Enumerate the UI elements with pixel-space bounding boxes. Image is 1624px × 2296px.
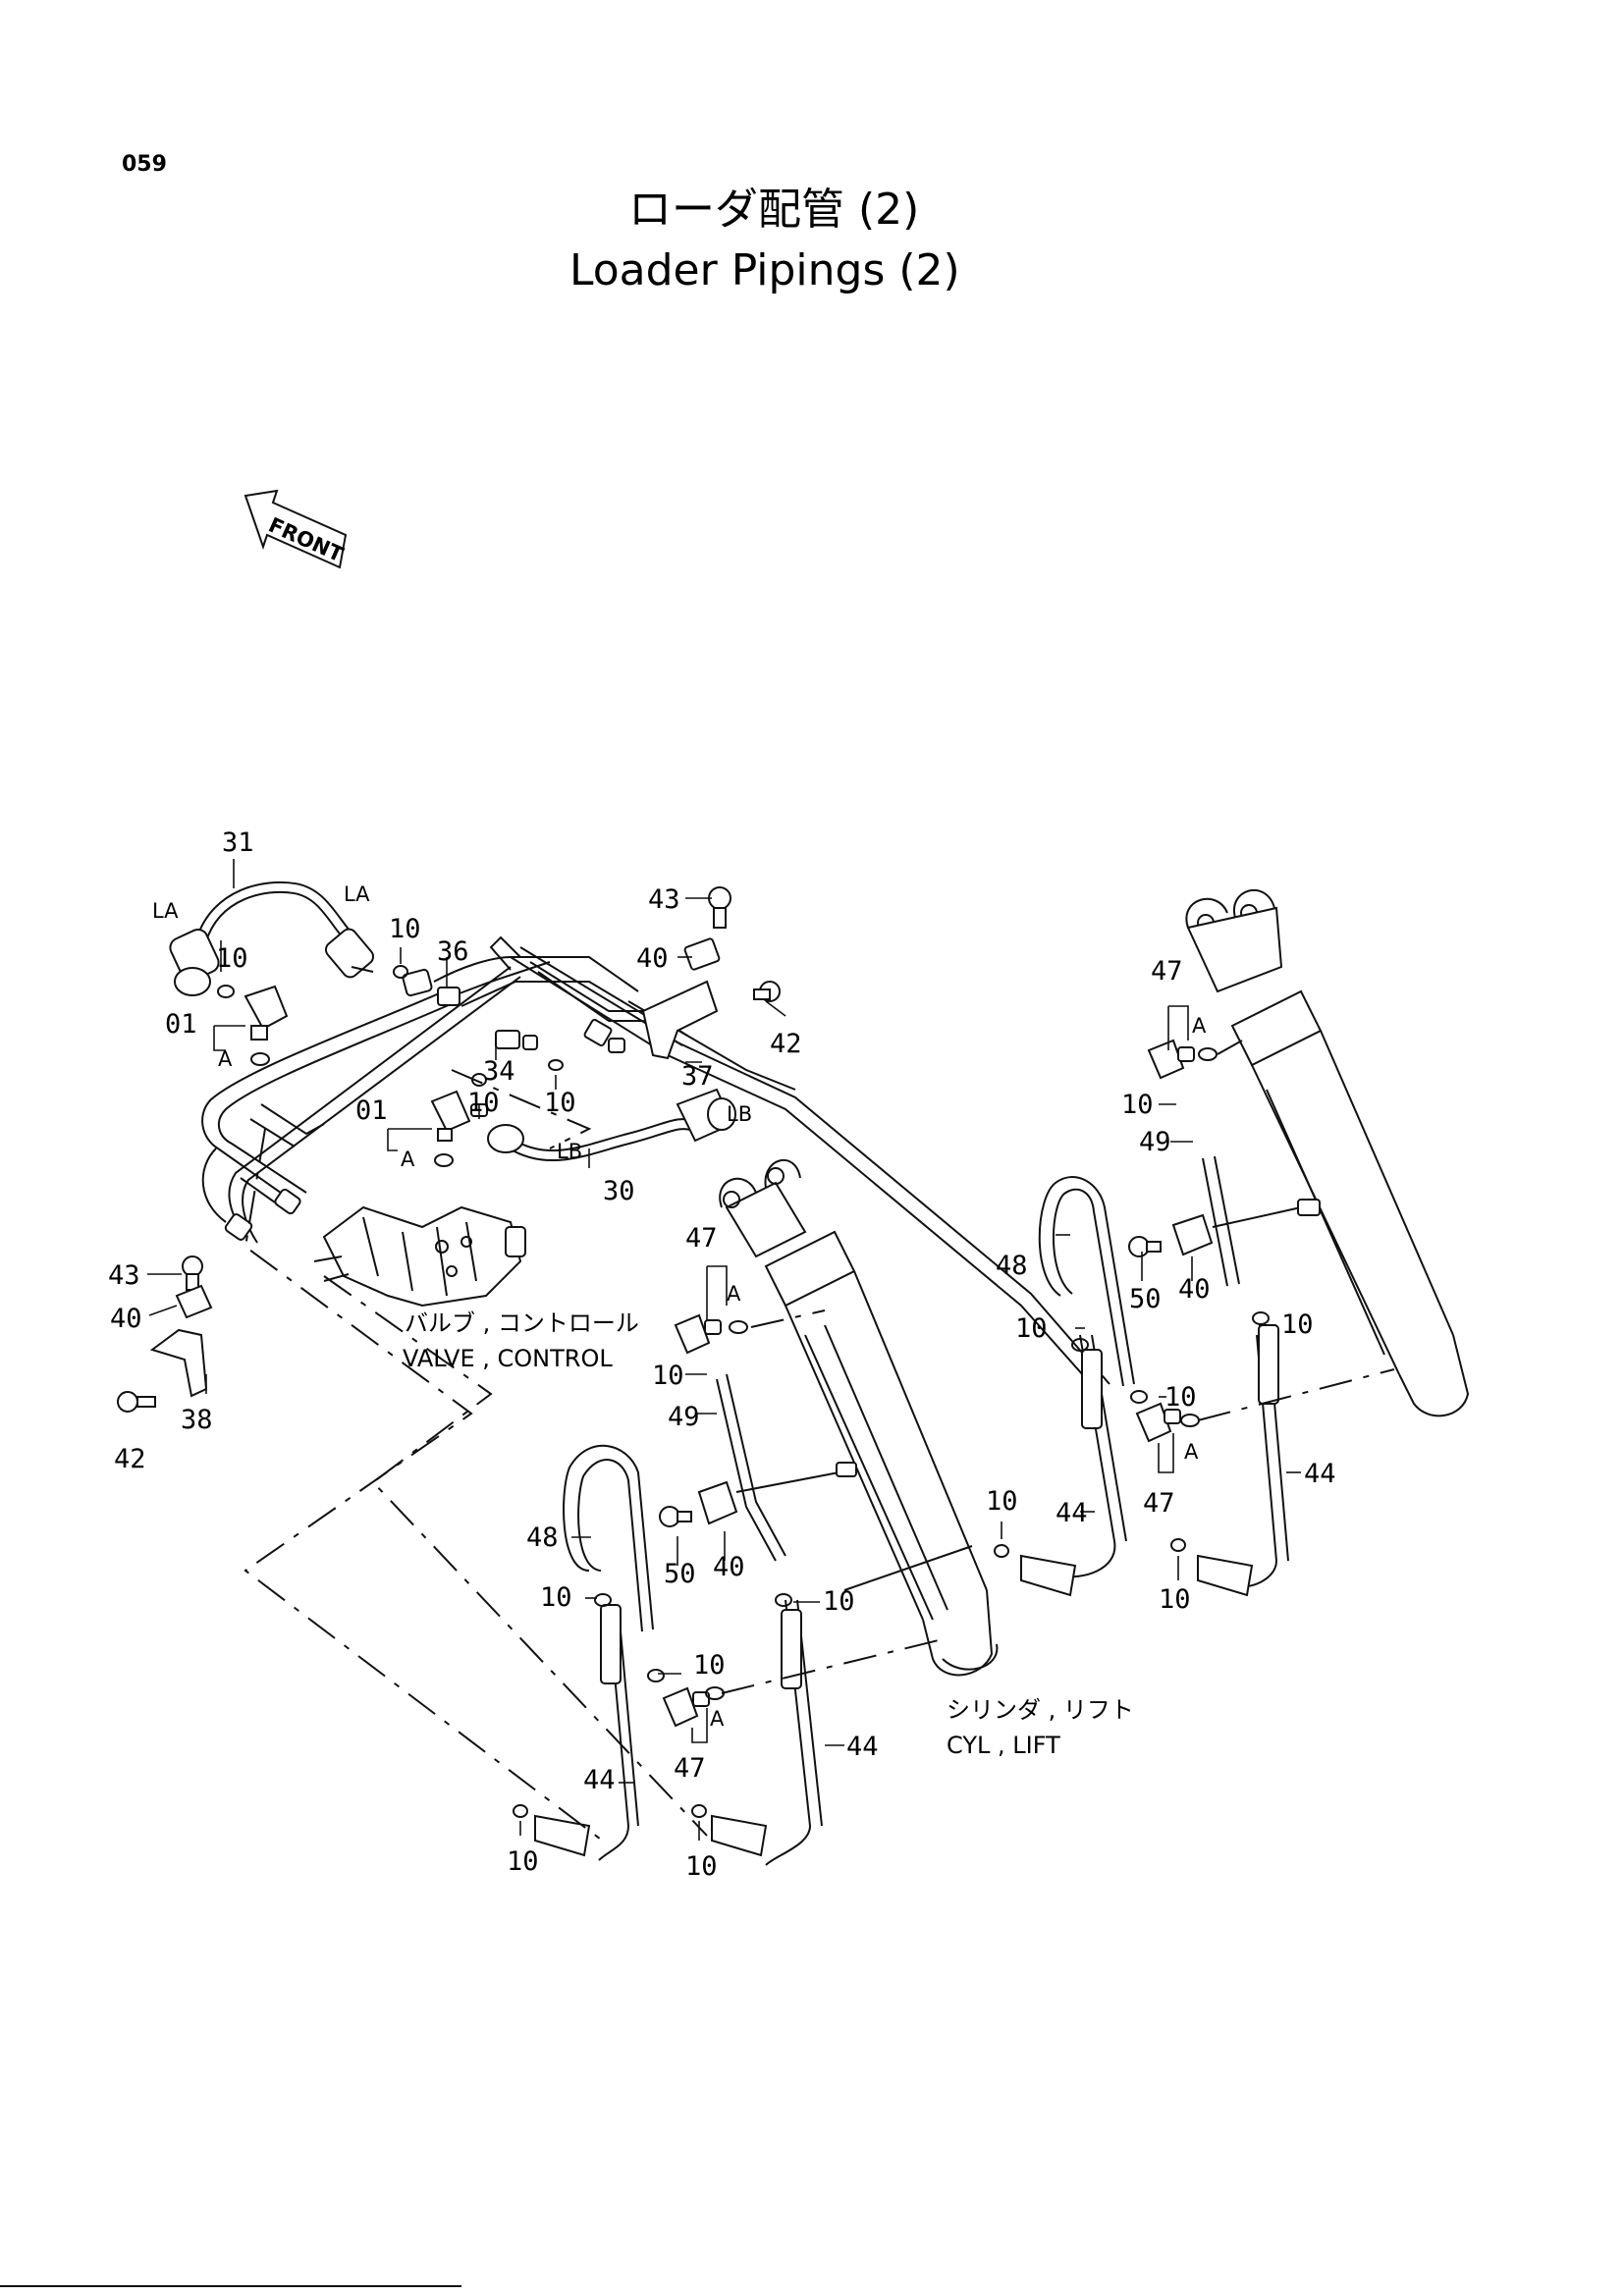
hose-31 bbox=[169, 881, 375, 996]
callout-31: 31 bbox=[222, 828, 254, 858]
callout-47-right-upper: 47 bbox=[1151, 956, 1183, 987]
bracket-38 bbox=[117, 1255, 213, 1413]
port-label-a-47-ml: A bbox=[710, 1707, 725, 1731]
tee-fitting-47-middle-upper bbox=[674, 1313, 748, 1355]
callout-48-middle: 48 bbox=[526, 1522, 559, 1553]
callout-10-d: 10 bbox=[467, 1088, 500, 1118]
bracket-37 bbox=[641, 886, 781, 1060]
lift-cylinder-right bbox=[1185, 889, 1470, 1417]
callout-44-right-right: 44 bbox=[1304, 1459, 1336, 1489]
port-label-lb-left: LB bbox=[557, 1140, 582, 1163]
port-label-lb-right: LB bbox=[727, 1102, 752, 1126]
port-label-a-47-rl: A bbox=[1184, 1440, 1199, 1464]
fitting-34 bbox=[495, 1030, 564, 1071]
callout-10-g: 10 bbox=[823, 1586, 855, 1617]
elbow-01-lower bbox=[430, 1090, 488, 1167]
callout-10-l: 10 bbox=[1015, 1313, 1048, 1344]
callout-10-j: 10 bbox=[685, 1851, 718, 1882]
port-label-la-left: LA bbox=[152, 899, 179, 923]
port-label-a-01-lower: A bbox=[401, 1148, 415, 1171]
callout-42-upper: 42 bbox=[770, 1029, 802, 1059]
callout-40-right: 40 bbox=[1178, 1274, 1211, 1305]
callout-10-f: 10 bbox=[540, 1582, 572, 1613]
callout-50-right: 50 bbox=[1129, 1284, 1162, 1314]
clamp-set-right bbox=[1128, 1199, 1321, 1257]
lift-cylinder-middle bbox=[719, 1158, 999, 1677]
hose-30 bbox=[487, 1088, 736, 1162]
caption-cyl-jp: シリンダ , リフト bbox=[947, 1696, 1134, 1724]
callout-47-middle-lower: 47 bbox=[674, 1753, 706, 1784]
port-label-a-47-ru: A bbox=[1192, 1014, 1207, 1038]
callout-01-upper: 01 bbox=[165, 1009, 197, 1040]
callout-10-c: 10 bbox=[544, 1088, 576, 1118]
tee-fitting-47-right-upper bbox=[1147, 1039, 1218, 1080]
callout-49-right: 49 bbox=[1139, 1127, 1171, 1157]
callout-47-middle-upper: 47 bbox=[685, 1223, 718, 1254]
caption-valve-jp: バルブ , コントロール bbox=[405, 1309, 639, 1337]
callout-44-right-left: 44 bbox=[1056, 1498, 1088, 1528]
part-callouts: 31 LA LA 10 10 36 01 A 34 10 01 A 10 LB … bbox=[108, 828, 1336, 1882]
callout-10-b: 10 bbox=[389, 914, 421, 944]
fitting-36 bbox=[402, 961, 551, 1006]
callout-44-middle-left: 44 bbox=[583, 1765, 616, 1795]
page-number: 059 bbox=[122, 152, 167, 177]
callout-10-h: 10 bbox=[693, 1650, 726, 1681]
main-pipe-runs bbox=[201, 935, 1110, 1395]
callout-01-lower: 01 bbox=[355, 1095, 388, 1126]
title-english: Loader Pipings (2) bbox=[569, 245, 960, 295]
callout-43-lower: 43 bbox=[108, 1260, 140, 1291]
callout-38: 38 bbox=[181, 1405, 213, 1435]
title-japanese: ローダ配管 (2) bbox=[628, 185, 919, 235]
control-valve bbox=[313, 1205, 526, 1308]
callout-10-i: 10 bbox=[507, 1846, 539, 1877]
dash-dot-lines bbox=[244, 1040, 1395, 1846]
port-label-a-47-mu: A bbox=[727, 1282, 741, 1306]
callout-10-k: 10 bbox=[1121, 1090, 1154, 1120]
caption-cyl-en: CYL , LIFT bbox=[947, 1732, 1060, 1759]
clamp-set-middle bbox=[659, 1462, 857, 1527]
leader-lines bbox=[147, 859, 1301, 1841]
port-label-la-right: LA bbox=[344, 882, 370, 906]
callout-50-middle: 50 bbox=[664, 1559, 696, 1589]
front-arrow-icon: FRONT bbox=[244, 489, 348, 569]
callout-49-middle: 49 bbox=[668, 1402, 700, 1432]
elbow-01-upper bbox=[244, 985, 289, 1066]
callout-40-middle: 40 bbox=[713, 1552, 745, 1582]
callout-10-e: 10 bbox=[652, 1361, 684, 1391]
callout-10-p: 10 bbox=[1159, 1584, 1191, 1615]
caption-valve-en: VALVE , CONTROL bbox=[403, 1345, 613, 1372]
callout-10-a: 10 bbox=[216, 943, 248, 974]
callout-34: 34 bbox=[483, 1056, 515, 1087]
callout-40-upper: 40 bbox=[636, 943, 669, 974]
callout-43-upper: 43 bbox=[648, 884, 680, 915]
o-rings bbox=[217, 965, 1270, 1818]
callout-10-m: 10 bbox=[1281, 1309, 1314, 1340]
tee-fitting-47-middle-lower bbox=[662, 1686, 725, 1728]
left-pipe-fittings bbox=[224, 1188, 301, 1241]
callout-37: 37 bbox=[681, 1061, 714, 1092]
port-label-a-01-upper: A bbox=[218, 1047, 233, 1071]
callout-47-right-lower: 47 bbox=[1143, 1488, 1175, 1519]
callout-10-o: 10 bbox=[986, 1486, 1018, 1517]
callout-36: 36 bbox=[437, 936, 469, 967]
callout-10-n: 10 bbox=[1164, 1382, 1197, 1413]
fittings-upper-middle bbox=[583, 1018, 625, 1053]
callout-30: 30 bbox=[603, 1176, 635, 1206]
hoses-right-set bbox=[1020, 1155, 1289, 1597]
callout-44-middle-right: 44 bbox=[846, 1732, 879, 1762]
callout-42-lower: 42 bbox=[114, 1444, 146, 1474]
tee-fitting-47-right-lower bbox=[1135, 1402, 1200, 1443]
callout-40-lower: 40 bbox=[110, 1304, 142, 1334]
hoses-middle-set bbox=[534, 1373, 823, 1866]
captions: バルブ , コントロール VALVE , CONTROL シリンダ , リフト … bbox=[403, 1309, 1134, 1759]
callout-48-right: 48 bbox=[996, 1251, 1028, 1281]
